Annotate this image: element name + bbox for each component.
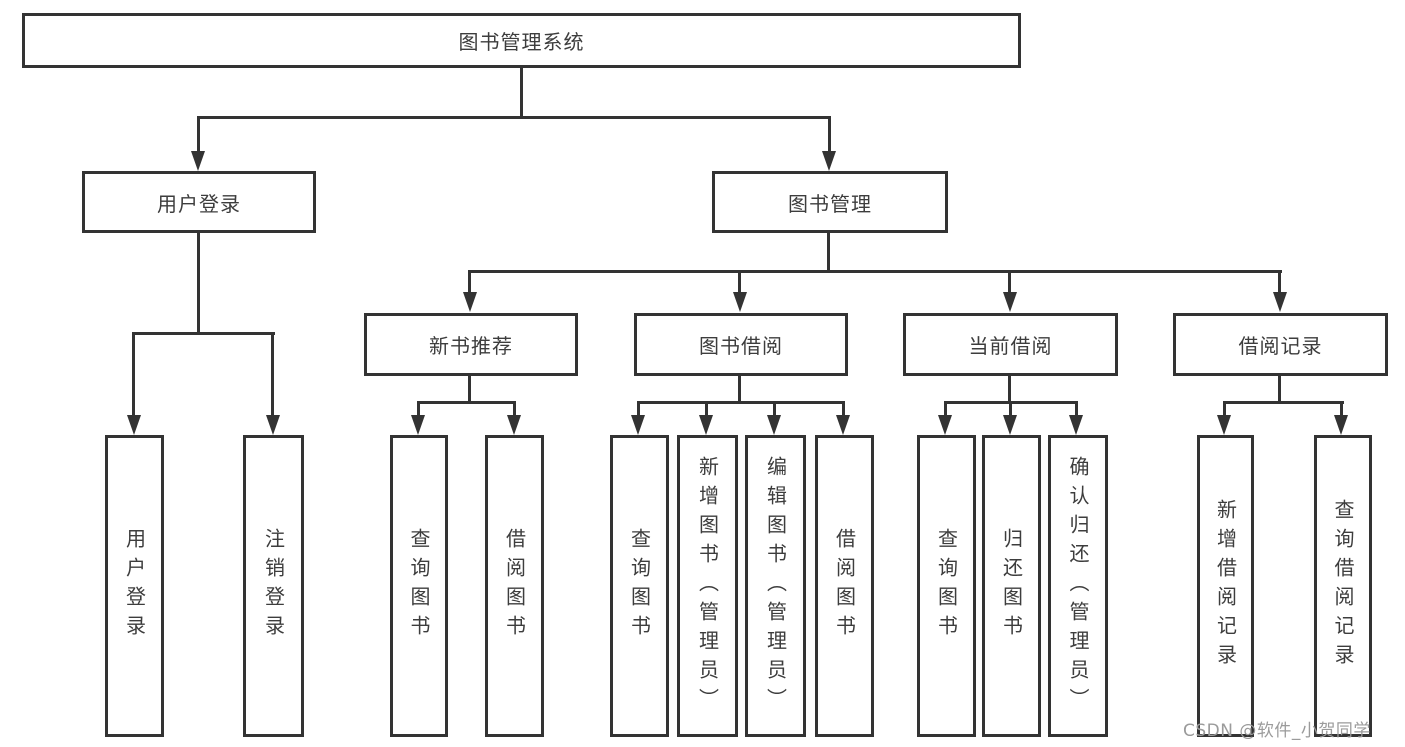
- connector-line: [271, 332, 274, 416]
- node-user-login: 用户登录: [82, 171, 316, 233]
- connector-line: [738, 270, 741, 294]
- leaf-label: 借阅图书: [832, 528, 857, 644]
- leaf-label: 注销登录: [261, 528, 286, 644]
- arrow-down-icon: [1334, 415, 1348, 435]
- leaf-label: 确认归还（管理员）: [1066, 455, 1090, 717]
- connector-line: [738, 375, 741, 404]
- connector-line: [1278, 270, 1281, 294]
- leaf-label: 借阅图书: [502, 528, 527, 644]
- arrow-down-icon: [411, 415, 425, 435]
- connector-line: [1278, 375, 1281, 404]
- arrow-down-icon: [767, 415, 781, 435]
- arrow-down-icon: [822, 151, 836, 171]
- connector-line: [637, 401, 640, 416]
- leaf-return-books: 归还图书: [982, 435, 1041, 737]
- connector-line: [773, 401, 776, 416]
- connector-line: [827, 231, 830, 272]
- node-label: 当前借阅: [968, 334, 1053, 358]
- leaf-label: 用户登录: [122, 528, 147, 644]
- connector-line: [1008, 375, 1011, 404]
- arrow-down-icon: [507, 415, 521, 435]
- leaf-label: 查询借阅记录: [1331, 499, 1355, 673]
- connector-line: [197, 116, 200, 152]
- arrow-down-icon: [1273, 292, 1287, 312]
- connector-line: [828, 116, 831, 152]
- connector-line: [417, 401, 516, 404]
- node-book-management: 图书管理: [712, 171, 948, 233]
- connector-line: [1009, 401, 1012, 416]
- connector-line: [197, 231, 200, 335]
- connector-line: [132, 332, 275, 335]
- leaf-query-borrow-record: 查询借阅记录: [1314, 435, 1372, 737]
- leaf-label: 查询图书: [627, 528, 652, 644]
- node-borrow-records: 借阅记录: [1173, 313, 1388, 376]
- arrow-down-icon: [631, 415, 645, 435]
- arrow-down-icon: [191, 151, 205, 171]
- node-label: 借阅记录: [1238, 334, 1323, 358]
- connector-line: [468, 375, 471, 404]
- csdn-watermark: CSDN @软件_小贺同学: [1183, 721, 1371, 741]
- connector-line: [944, 401, 947, 416]
- connector-line: [1075, 401, 1078, 416]
- leaf-query-books-current: 查询图书: [917, 435, 976, 737]
- arrow-down-icon: [1003, 292, 1017, 312]
- leaf-query-books-recommend: 查询图书: [390, 435, 448, 737]
- connector-line: [1008, 270, 1011, 294]
- node-label: 图书管理系统: [458, 30, 585, 54]
- connector-line: [1340, 401, 1343, 416]
- leaf-label: 查询图书: [407, 528, 431, 644]
- connector-line: [520, 67, 523, 118]
- arrow-down-icon: [1217, 415, 1231, 435]
- leaf-add-books-admin: 新增图书（管理员）: [677, 435, 738, 737]
- arrow-down-icon: [836, 415, 850, 435]
- connector-line: [513, 401, 516, 416]
- node-label: 用户登录: [157, 191, 241, 216]
- connector-line: [1223, 401, 1226, 416]
- node-book-borrowing: 图书借阅: [634, 313, 848, 376]
- connector-line: [132, 332, 135, 416]
- arrow-down-icon: [938, 415, 952, 435]
- leaf-label: 归还图书: [999, 528, 1024, 644]
- leaf-label: 查询图书: [934, 528, 959, 644]
- leaf-borrow-books: 借阅图书: [815, 435, 874, 737]
- arrow-down-icon: [1069, 415, 1083, 435]
- leaf-edit-books-admin: 编辑图书（管理员）: [745, 435, 806, 737]
- leaf-add-borrow-record: 新增借阅记录: [1197, 435, 1254, 737]
- arrow-down-icon: [1003, 415, 1017, 435]
- connector-line: [468, 270, 1282, 273]
- arrow-down-icon: [463, 292, 477, 312]
- leaf-logout: 注销登录: [243, 435, 304, 737]
- leaf-query-books-borrowing: 查询图书: [610, 435, 669, 737]
- leaf-label: 编辑图书（管理员）: [763, 455, 788, 717]
- leaf-borrow-books-recommend: 借阅图书: [485, 435, 544, 737]
- connector-line: [197, 116, 831, 119]
- arrow-down-icon: [127, 415, 141, 435]
- arrow-down-icon: [266, 415, 280, 435]
- node-label: 新书推荐: [429, 334, 513, 358]
- leaf-label: 新增借阅记录: [1213, 499, 1238, 673]
- node-label: 图书借阅: [699, 334, 783, 358]
- connector-line: [842, 401, 845, 416]
- connector-line: [1223, 401, 1344, 404]
- node-root-system: 图书管理系统: [22, 13, 1021, 68]
- connector-line: [705, 401, 708, 416]
- arrow-down-icon: [699, 415, 713, 435]
- connector-line: [468, 270, 471, 294]
- leaf-label: 新增图书（管理员）: [695, 455, 720, 717]
- node-current-borrowing: 当前借阅: [903, 313, 1118, 376]
- node-new-book-recommend: 新书推荐: [364, 313, 578, 376]
- arrow-down-icon: [733, 292, 747, 312]
- node-label: 图书管理: [788, 191, 872, 216]
- connector-line: [637, 401, 845, 404]
- leaf-confirm-return-admin: 确认归还（管理员）: [1048, 435, 1108, 737]
- connector-line: [417, 401, 420, 416]
- leaf-user-login: 用户登录: [105, 435, 164, 737]
